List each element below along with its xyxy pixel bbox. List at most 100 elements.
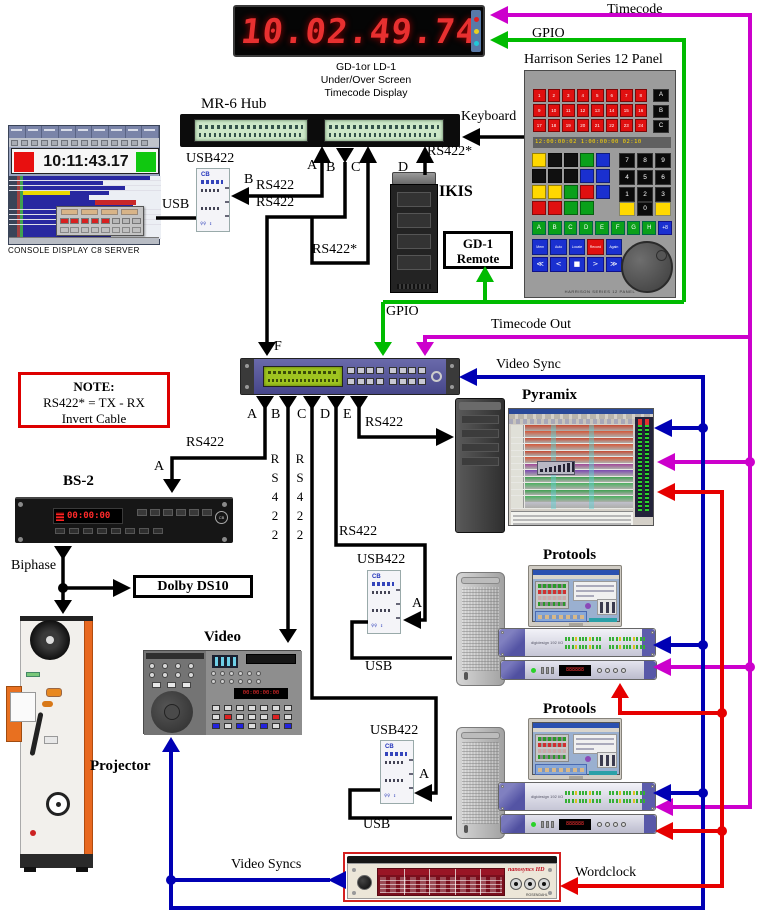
led — [578, 637, 581, 641]
label-rs422-vert1: R S 4 2 2 — [270, 451, 280, 542]
nanosyncs-brand: ROSENDAHL — [526, 893, 548, 897]
rack-knob — [605, 668, 610, 673]
rack-label: digidesign 192 I/O — [531, 794, 564, 799]
screw — [548, 868, 552, 872]
panel-key: 5 — [591, 89, 604, 102]
decor — [201, 189, 219, 192]
led — [588, 799, 591, 803]
decor — [525, 489, 633, 496]
label-rs422-e: RS422 — [365, 415, 404, 430]
eq-bar — [571, 462, 574, 472]
led — [565, 637, 567, 641]
menu-item — [125, 126, 143, 138]
usb422-box-1: CB♀♀ ↕ — [196, 168, 230, 232]
led — [595, 799, 598, 803]
decor — [20, 209, 23, 215]
port-tick — [225, 215, 229, 217]
panel-key: H — [642, 221, 657, 235]
led — [619, 637, 622, 641]
usb422-box-3: CB♀♀ ↕ — [380, 740, 414, 804]
decor — [9, 229, 17, 234]
protools1-mac — [456, 572, 505, 686]
label-projector: Projector — [90, 758, 151, 774]
deck-button — [152, 682, 161, 688]
screw — [501, 785, 504, 788]
keypad-cell — [70, 227, 79, 233]
label-a-usb2: A — [419, 767, 430, 782]
pyramix-track-row — [511, 425, 633, 431]
monitor-base — [569, 776, 583, 779]
panel-key: 10 — [547, 104, 560, 117]
decor — [538, 743, 566, 747]
decor — [525, 431, 633, 438]
io-bars — [597, 599, 617, 615]
router-button — [375, 367, 384, 374]
deck-knob — [247, 671, 252, 676]
screw — [501, 631, 504, 634]
projector-base — [20, 854, 93, 868]
menu-item — [59, 126, 76, 138]
led — [615, 791, 618, 795]
led — [629, 645, 632, 649]
strip — [146, 653, 204, 659]
decor — [23, 234, 161, 239]
led — [585, 637, 588, 641]
arrow-timecode-display — [490, 6, 508, 24]
track-row — [9, 190, 161, 195]
sync-router — [240, 358, 460, 395]
protools2-monitor — [528, 718, 622, 780]
decor — [385, 779, 403, 782]
label-port-f: F — [274, 339, 282, 354]
deck-button — [272, 723, 280, 729]
label-port-e: E — [343, 407, 352, 422]
monitor-base — [569, 623, 583, 626]
indicator — [30, 830, 36, 836]
port-tick — [396, 589, 400, 591]
video-deck: 00:00:00:00 — [143, 650, 302, 735]
switch — [551, 667, 554, 674]
decor — [576, 743, 614, 745]
decor — [17, 224, 20, 229]
rack-knob — [605, 822, 610, 827]
decor — [23, 176, 150, 181]
led — [582, 791, 584, 795]
rack-ear — [446, 359, 459, 394]
menu-item — [142, 126, 160, 138]
eq-bar — [562, 464, 565, 472]
decor — [17, 214, 20, 220]
led — [609, 799, 611, 803]
decor — [385, 761, 403, 764]
toolbar-button — [21, 139, 28, 146]
meter — [638, 421, 642, 511]
deck-knob — [229, 679, 234, 684]
film-reel — [30, 620, 70, 660]
pyramix-track-row — [511, 437, 633, 444]
panel-key — [596, 169, 610, 183]
pyramix-track-row — [511, 431, 633, 438]
panel-key: B — [547, 221, 562, 235]
decor — [17, 234, 20, 239]
menubar — [509, 414, 653, 419]
sync-led — [531, 668, 536, 673]
transport-key: ■ — [568, 257, 586, 272]
arrow-into-bs2 — [163, 479, 181, 493]
left-key-block — [532, 153, 610, 215]
reel-hub — [46, 636, 54, 644]
display-led-strip — [471, 10, 481, 52]
panel-key: 1 — [619, 187, 635, 202]
led — [582, 799, 584, 803]
led — [599, 645, 601, 649]
transport-window — [535, 611, 587, 622]
nanosyncs-band — [377, 868, 505, 896]
decor — [20, 200, 23, 205]
nanosyncs-knob — [357, 875, 372, 890]
decor — [17, 229, 20, 234]
panel-key: 11 — [562, 104, 575, 117]
led — [615, 799, 618, 803]
decor — [20, 185, 23, 190]
cb-logo: CB — [215, 511, 228, 524]
led — [626, 799, 628, 803]
port-tick — [225, 187, 229, 189]
monitor-screen — [532, 722, 620, 775]
vent — [397, 284, 431, 289]
